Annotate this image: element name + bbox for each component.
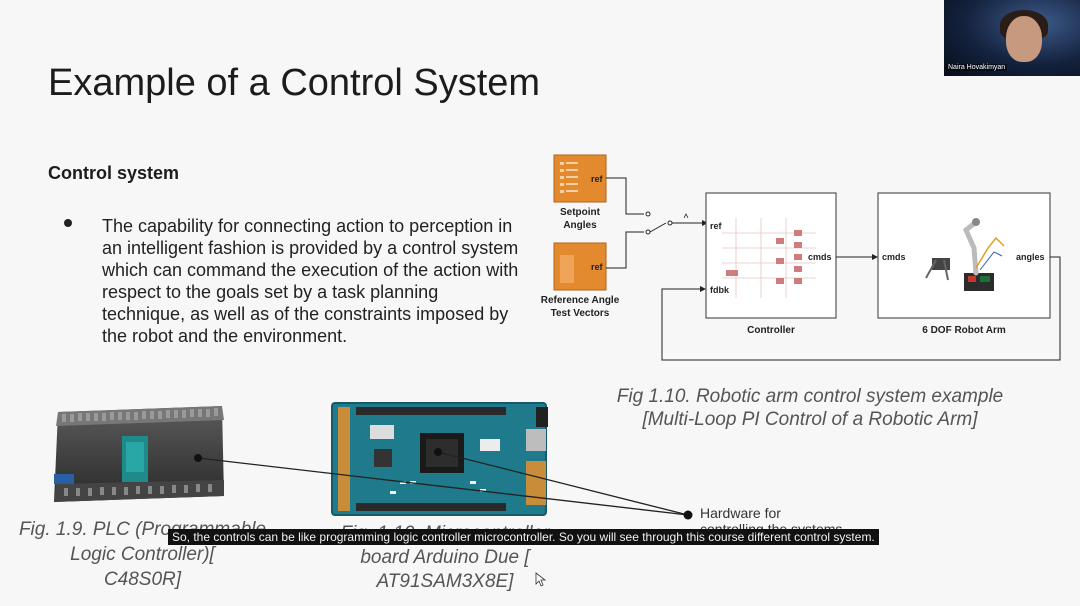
mouse-cursor-icon bbox=[535, 572, 547, 587]
control-block-diagram: ref Setpoint Angles ref Reference Angle … bbox=[541, 154, 1061, 361]
arduino-image bbox=[331, 402, 548, 516]
robot-arm-image bbox=[925, 218, 1005, 291]
plc-caption-line2: Logic Controller)[ bbox=[70, 544, 215, 565]
robot-cmds-port: cmds bbox=[882, 252, 906, 262]
section-heading: Control system bbox=[48, 163, 180, 183]
plc-caption-line3: C48S0R] bbox=[103, 569, 182, 590]
reference-label-line2: Test Vectors bbox=[551, 308, 610, 319]
robot-arm-block: cmds angles 6 DOF Robot Arm bbox=[877, 192, 1051, 336]
reference-test-block: ref Reference Angle Test Vectors bbox=[541, 242, 620, 319]
controller-block: ref fdbk cmds Controller bbox=[705, 192, 837, 336]
setpoint-label-line1: Setpoint bbox=[560, 207, 601, 218]
controller-label: Controller bbox=[747, 325, 795, 336]
plc-caption: Fig. 1.9. PLC (Programmable Logic Contro… bbox=[10, 517, 275, 592]
slide-title: Example of a Control System bbox=[48, 62, 541, 104]
participant-face bbox=[1006, 16, 1042, 62]
robot-arm-label: 6 DOF Robot Arm bbox=[922, 325, 1006, 336]
setpoint-port-label: ref bbox=[591, 174, 604, 184]
participant-name: Naira Hovakimyan bbox=[946, 64, 1008, 71]
setpoint-block: ref Setpoint Angles bbox=[553, 154, 607, 231]
arduino-caption-line2: board Arduino Due [ bbox=[360, 547, 530, 568]
robot-caption-line2: [Multi-Loop PI Control of a Robotic Arm] bbox=[642, 409, 978, 430]
robot-caption-line1: Fig 1.10. Robotic arm control system exa… bbox=[616, 386, 1004, 407]
bullet-text: The capability for connecting action to … bbox=[102, 216, 519, 346]
reference-label-line1: Reference Angle bbox=[541, 295, 620, 306]
closed-caption: So, the controls can be like programming… bbox=[168, 529, 879, 545]
hardware-label-line1: Hardware for bbox=[700, 505, 781, 521]
controller-ref-port: ref bbox=[710, 221, 723, 231]
controller-cmds-port: cmds bbox=[808, 252, 832, 262]
robot-angles-port: angles bbox=[1016, 252, 1045, 262]
robot-arm-caption: Fig 1.10. Robotic arm control system exa… bbox=[600, 385, 1020, 431]
controller-fdbk-port: fdbk bbox=[710, 285, 730, 295]
setpoint-label-line2: Angles bbox=[563, 220, 597, 231]
switch-wires bbox=[606, 177, 702, 269]
feedback-wire bbox=[661, 256, 1061, 361]
participant-video-tile[interactable]: Naira Hovakimyan bbox=[944, 0, 1080, 76]
arduino-caption-line3: AT91SAM3X8E] bbox=[376, 571, 514, 592]
reference-port-label: ref bbox=[591, 262, 604, 272]
plc-image bbox=[54, 406, 224, 502]
bullet-dot bbox=[64, 219, 72, 227]
